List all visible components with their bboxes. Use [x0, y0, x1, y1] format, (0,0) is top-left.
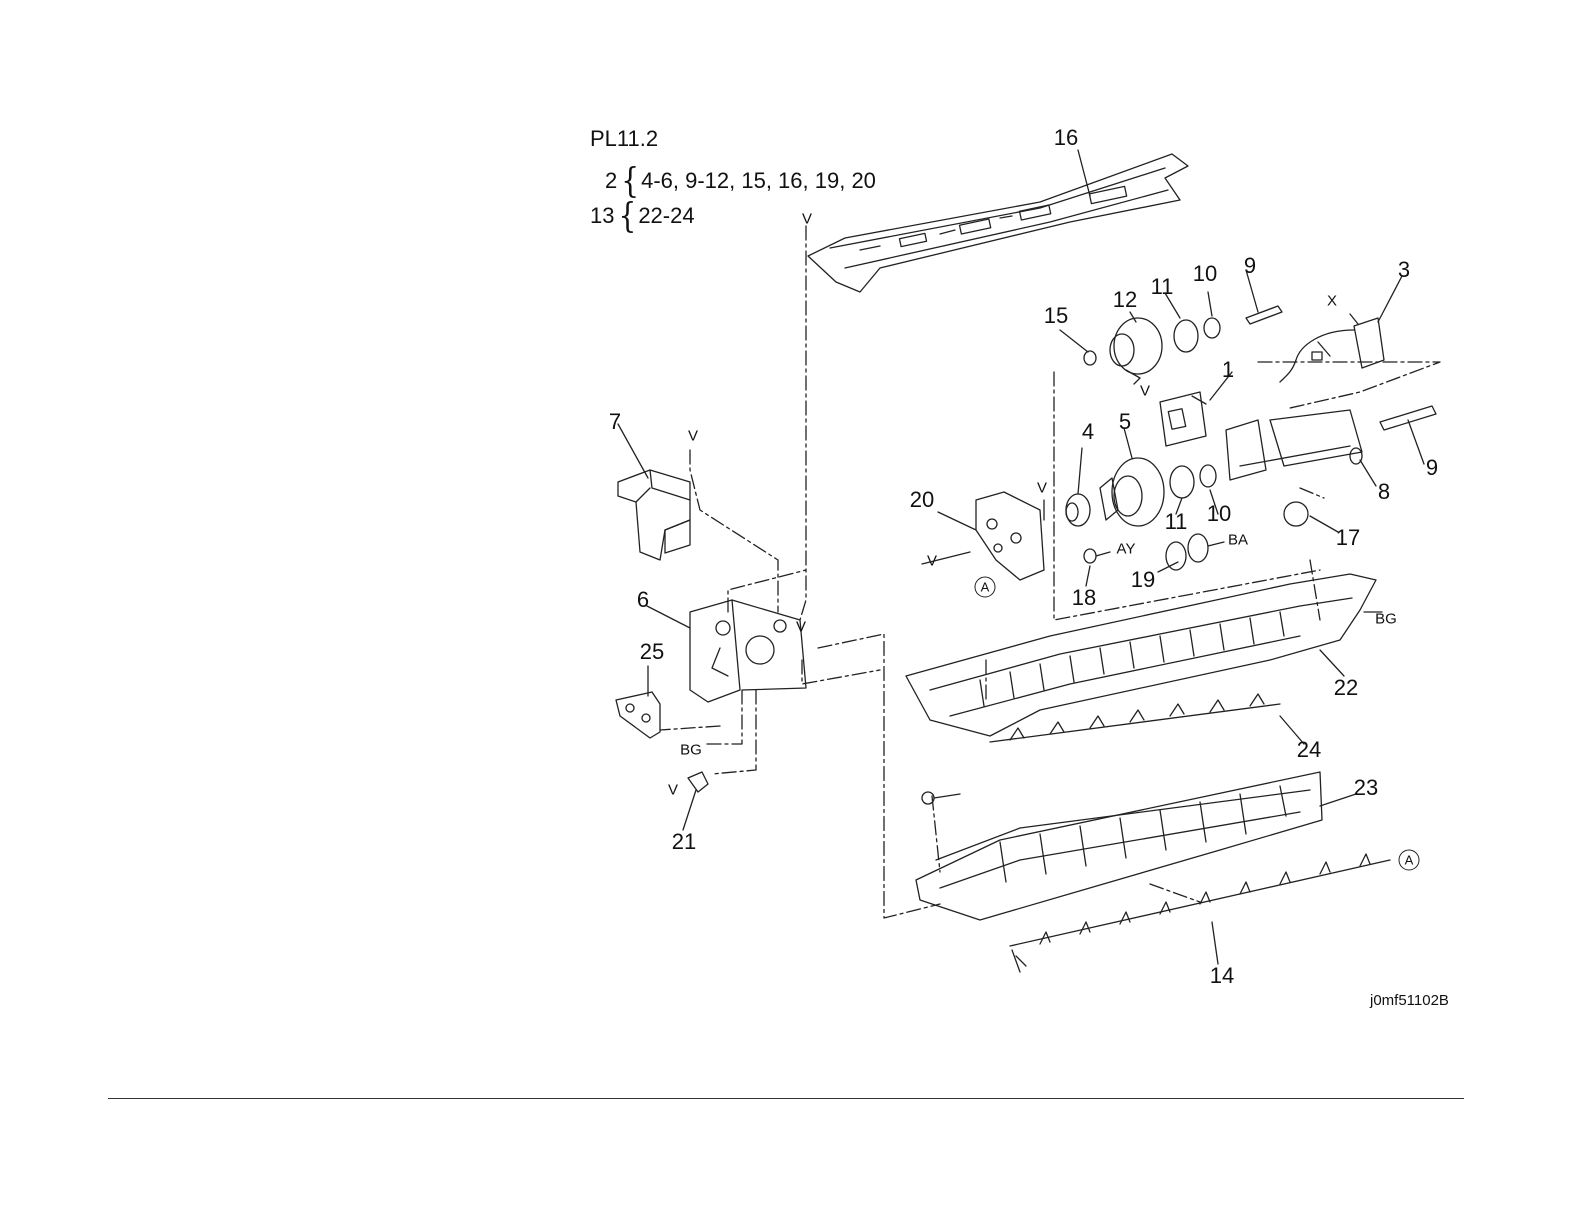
- part-16-gear: [1284, 502, 1308, 526]
- callout-3: 3: [1398, 257, 1410, 283]
- callout-6: 4: [1082, 419, 1094, 445]
- part-7-side-frame: [690, 600, 806, 702]
- callout-20: 20: [910, 487, 934, 513]
- ref-mark-bg: BG: [680, 742, 702, 759]
- ref-mark-v: V: [796, 619, 806, 636]
- part-23-guide: [916, 772, 1322, 920]
- ref-mark-v: V: [802, 211, 812, 228]
- callout-1: 1: [1222, 357, 1234, 383]
- part-5-bracket: [1226, 410, 1362, 480]
- part-11-gear-lower: [1170, 466, 1194, 498]
- callout-7: 6: [637, 587, 649, 613]
- ref-mark-v: V: [1140, 383, 1150, 400]
- ref-mark-v: V: [668, 782, 678, 799]
- ref-mark-ba: BA: [1228, 532, 1248, 549]
- part-22-chute: [906, 574, 1376, 736]
- part-15-bearing: [1084, 351, 1096, 365]
- figure-id: j0mf51102B: [1370, 992, 1449, 1009]
- callout-12: 12: [1113, 287, 1137, 313]
- ref-mark-v: V: [688, 428, 698, 445]
- callout-23: 23: [1354, 775, 1378, 801]
- part-20-bracket: [976, 492, 1044, 580]
- callout-16: 17: [1336, 525, 1360, 551]
- ref-mark-a-circled: A: [975, 577, 996, 598]
- callout-4: 5: [1119, 409, 1131, 435]
- callout-21: 21: [672, 829, 696, 855]
- part-24-actuator-shaft: [990, 694, 1280, 742]
- part-4-large-gear: [1100, 458, 1164, 526]
- ref-mark-v: V: [1037, 480, 1047, 497]
- part-21-clip: [688, 772, 708, 792]
- alignment-lines: [660, 226, 1440, 918]
- part-6-gear: [1066, 494, 1090, 526]
- callout-9-lower: 9: [1426, 455, 1438, 481]
- callout-18: 18: [1072, 585, 1096, 611]
- ref-mark-a-circled: A: [1399, 850, 1420, 871]
- part-11-gear-upper: [1174, 320, 1198, 352]
- part-9-shaft-lower: [1380, 406, 1436, 430]
- part-25-plate: [616, 692, 660, 738]
- part-9-shaft-upper: [1246, 306, 1282, 324]
- ref-mark-v: V: [927, 553, 937, 570]
- callout-24: 24: [1297, 737, 1321, 763]
- ref-mark-bg: BG: [1375, 611, 1397, 628]
- callout-19: 19: [1131, 567, 1155, 593]
- part-10-washer-lower: [1200, 465, 1216, 487]
- callout-25: 25: [640, 639, 664, 665]
- footer-rule: [108, 1098, 1464, 1099]
- callout-15: 15: [1044, 303, 1068, 329]
- part-17-top-guide: [808, 154, 1188, 292]
- callout-22: 22: [1334, 675, 1358, 701]
- callout-10-upper: 10: [1193, 261, 1217, 287]
- callout-10-lower: 10: [1207, 501, 1231, 527]
- part-10-washer-upper: [1204, 318, 1220, 338]
- callout-11-upper: 11: [1151, 274, 1174, 300]
- part-18-washer: [1084, 549, 1096, 563]
- callout-11-lower: 11: [1165, 509, 1188, 535]
- part-12-clutch: [1110, 318, 1162, 384]
- callout-9-upper: 9: [1244, 253, 1256, 279]
- ref-mark-x: X: [1327, 293, 1337, 310]
- leader-lines: [618, 150, 1424, 964]
- part-8-bracket: [618, 470, 690, 560]
- callout-8: 7: [609, 409, 621, 435]
- callout-5: 8: [1378, 479, 1390, 505]
- part-3-sensor: [1280, 318, 1384, 382]
- callout-17: 16: [1054, 125, 1078, 151]
- callout-14: 14: [1210, 963, 1234, 989]
- part-14-actuator-rod: [1010, 854, 1390, 972]
- ref-mark-ay: AY: [1117, 541, 1136, 558]
